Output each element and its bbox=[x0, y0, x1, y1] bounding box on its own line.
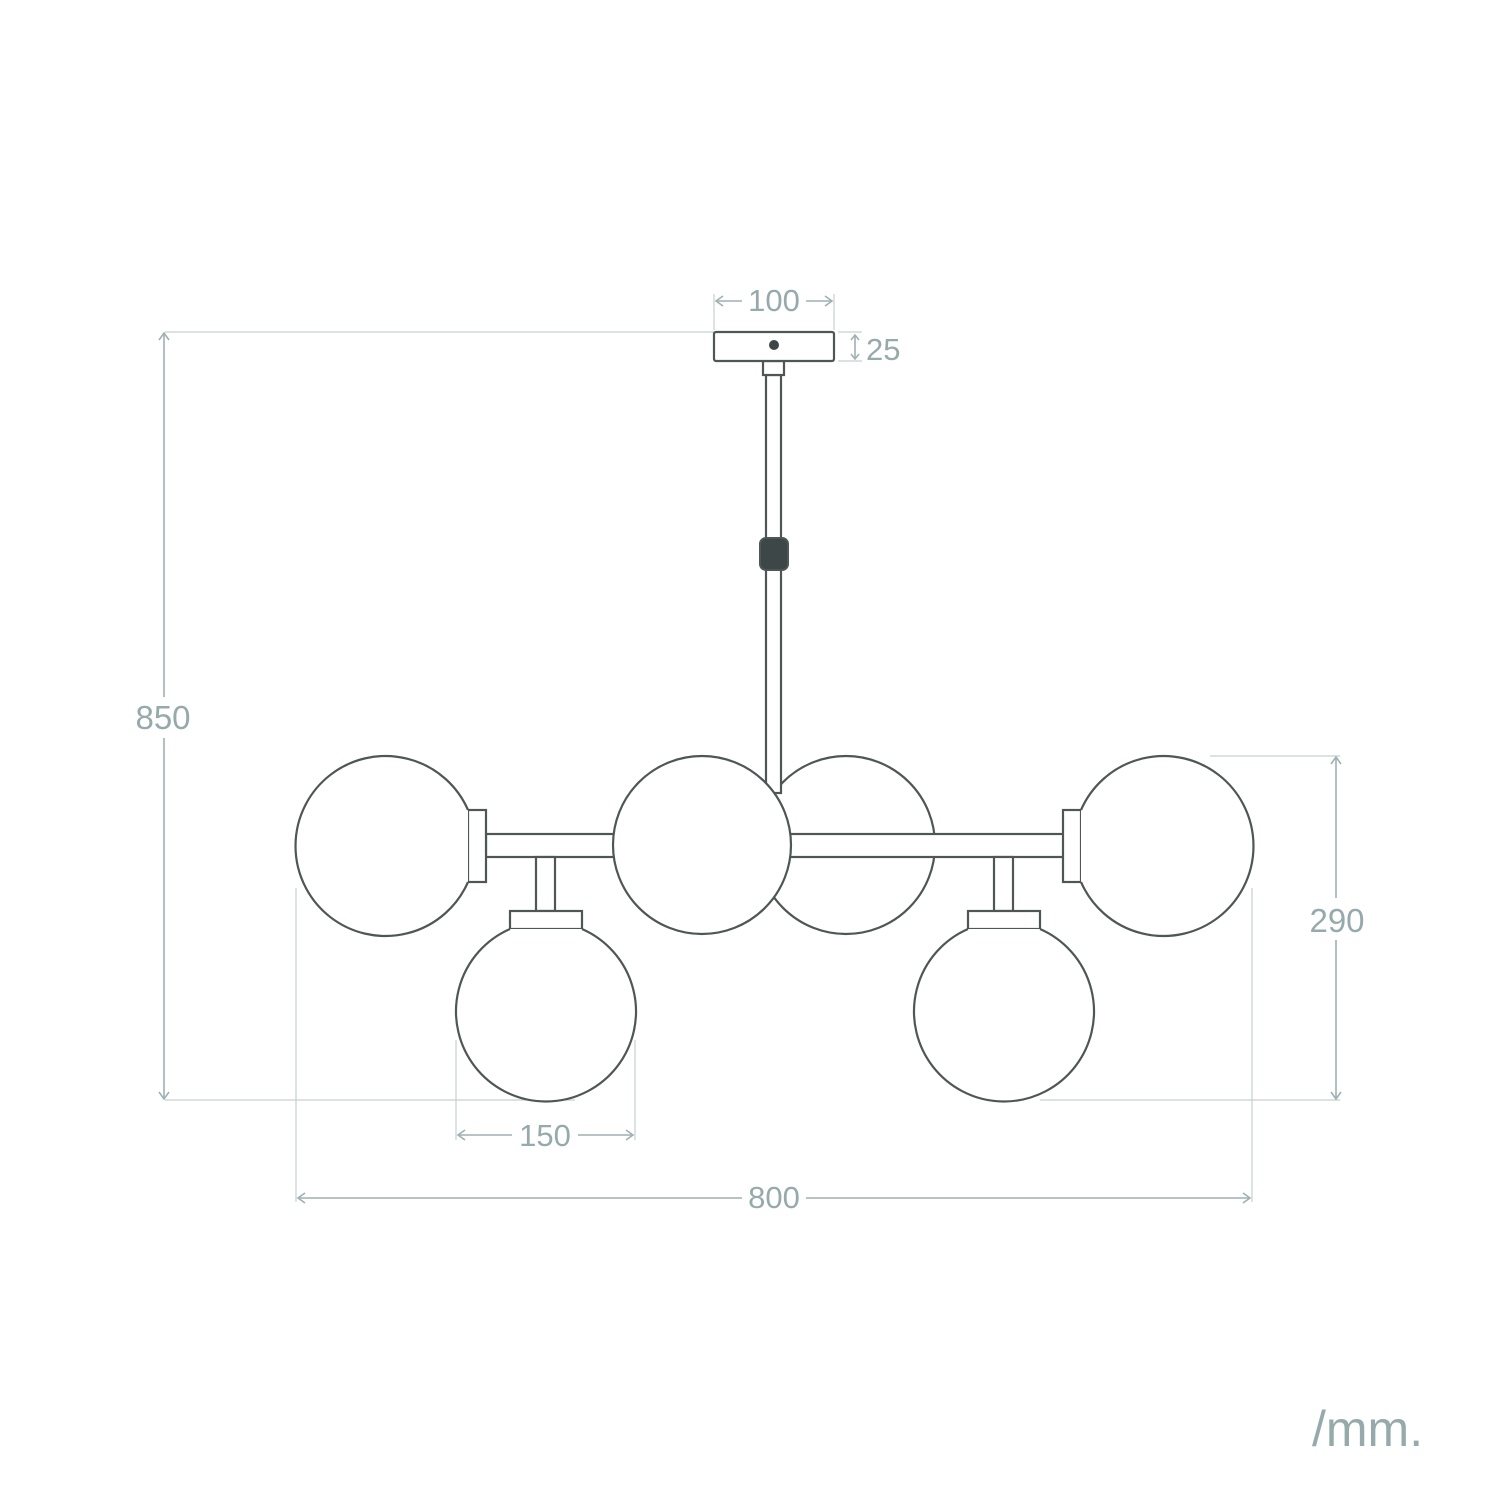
dim-canopy-width: 100 bbox=[748, 283, 800, 318]
holder-lower-left bbox=[508, 909, 584, 931]
dim-canopy-height: 25 bbox=[866, 332, 900, 367]
drop-stem-right bbox=[992, 855, 1015, 913]
holder-right-outer bbox=[1061, 808, 1083, 884]
globe-lower-left bbox=[454, 927, 638, 1103]
dim-lower-height: 290 bbox=[1309, 902, 1364, 939]
globe-right-outer bbox=[1079, 754, 1255, 938]
drop-stem-left bbox=[534, 855, 557, 913]
globe-center-left bbox=[611, 754, 793, 936]
holder-lower-right bbox=[966, 909, 1042, 931]
rod-coupler bbox=[759, 537, 789, 571]
globe-left-outer bbox=[294, 754, 470, 938]
extension-lines bbox=[165, 294, 1340, 1202]
suspension-rod-lower bbox=[764, 566, 783, 795]
lamp-drawing bbox=[294, 330, 1255, 1103]
holder-left-outer bbox=[466, 808, 488, 884]
dim-total-height: 850 bbox=[135, 699, 190, 736]
dimension-lines bbox=[158, 295, 1342, 1204]
dim-total-width: 800 bbox=[748, 1180, 800, 1215]
canopy-stem bbox=[761, 359, 786, 377]
suspension-rod-upper bbox=[764, 373, 783, 545]
globe-lower-right bbox=[912, 927, 1096, 1103]
unit-label: /mm. bbox=[1312, 1401, 1423, 1457]
canopy-screw-icon bbox=[769, 340, 779, 350]
dim-globe-diameter: 150 bbox=[519, 1118, 571, 1153]
